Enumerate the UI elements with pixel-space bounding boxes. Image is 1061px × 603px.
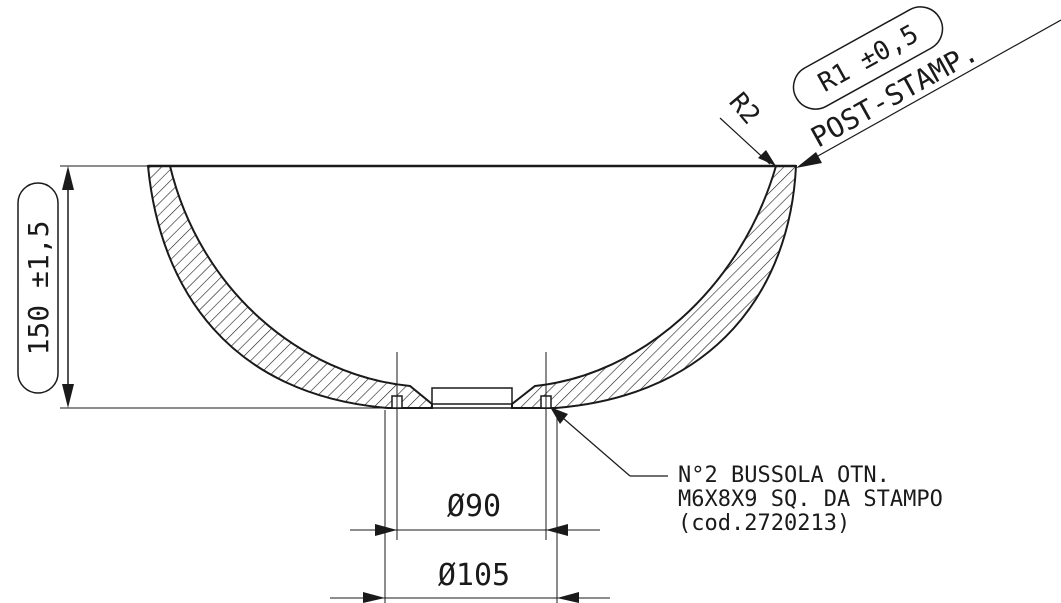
note-line3: (cod.2720213) bbox=[678, 511, 850, 536]
height-dim-box bbox=[17, 182, 59, 394]
note-line1: N°2 BUSSOLA OTN. bbox=[678, 463, 890, 488]
bowl-left-wall bbox=[146, 165, 433, 409]
bowl-bottom bbox=[431, 387, 513, 409]
r2-annotation: R2 bbox=[719, 87, 776, 166]
post-stamp-annotation: POST-STAMP. R1 ±0,5 bbox=[792, 6, 1061, 168]
dia105-dimension: Ø105 bbox=[330, 558, 610, 603]
note-line2: M6X8X9 SQ. DA STAMPO bbox=[678, 487, 943, 512]
bushing-note: N°2 BUSSOLA OTN. M6X8X9 SQ. DA STAMPO (c… bbox=[550, 407, 943, 536]
dia105-text: Ø105 bbox=[438, 558, 510, 593]
dia90-text: Ø90 bbox=[447, 489, 501, 524]
r2-text: R2 bbox=[723, 87, 766, 130]
height-dim-text: 150 ±1,5 bbox=[22, 221, 55, 356]
bowl-section bbox=[146, 164, 798, 409]
projection-lines bbox=[60, 165, 558, 603]
r1-box bbox=[792, 6, 944, 110]
height-dimension: 150 ±1,5 bbox=[17, 166, 74, 408]
bowl-right-wall bbox=[511, 165, 798, 409]
dia90-dimension: Ø90 bbox=[350, 489, 600, 536]
